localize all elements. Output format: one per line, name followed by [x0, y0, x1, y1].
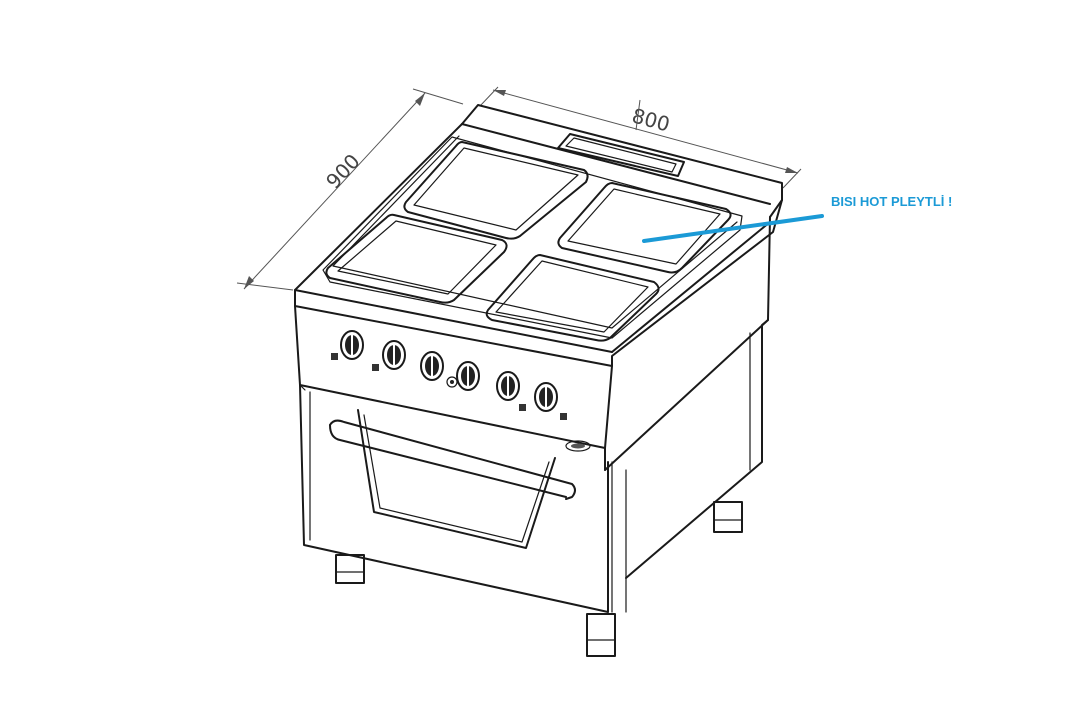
leg-front-right	[586, 613, 616, 657]
oven	[299, 384, 609, 613]
control-knob	[496, 371, 520, 401]
control-knob	[456, 361, 480, 391]
leg-back-right	[713, 501, 743, 533]
dimension-width: 800	[479, 86, 802, 189]
control-knob	[420, 351, 444, 381]
leg-front-left	[335, 554, 365, 584]
heat-symbol	[331, 353, 567, 420]
dimension-depth: 900	[236, 88, 464, 291]
side-panel	[604, 216, 771, 613]
hot-plate-back-left	[403, 141, 589, 240]
hot-plate-front-left	[325, 213, 508, 304]
hot-plate-back-right	[557, 182, 732, 274]
brand-badge	[565, 440, 591, 452]
control-panel	[294, 305, 613, 471]
control-knob	[534, 382, 558, 412]
cooktop	[294, 104, 783, 367]
width-dimension-label: 800	[629, 103, 672, 136]
oven-door-window	[357, 409, 556, 549]
callout-label: BISI HOT PLEYTLİ !	[831, 194, 952, 209]
control-knob	[340, 330, 364, 360]
oven-door-handle	[329, 419, 576, 500]
vent-grill	[557, 133, 685, 177]
hot-plate-front-right	[485, 254, 660, 342]
depth-dimension-label: 900	[321, 149, 365, 193]
callout-leader-line	[642, 214, 824, 243]
control-knob	[382, 340, 406, 370]
indicator-light	[446, 376, 458, 388]
callout: BISI HOT PLEYTLİ !	[642, 194, 952, 243]
